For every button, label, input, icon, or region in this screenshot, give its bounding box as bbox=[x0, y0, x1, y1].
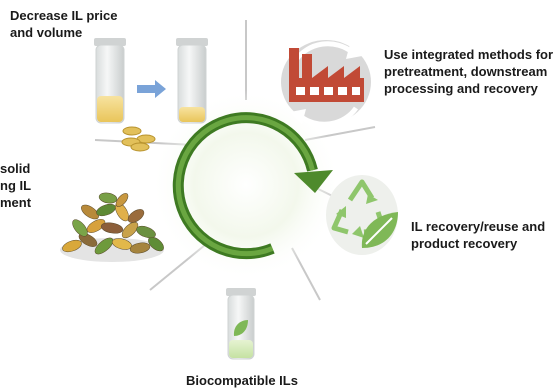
label-line: and volume bbox=[10, 25, 83, 40]
leaf-pile-icon bbox=[60, 192, 164, 262]
label-line: processing and recovery bbox=[384, 81, 538, 96]
label-line: Use integrated methods for bbox=[384, 47, 554, 62]
label-line: Biocompatible ILs bbox=[186, 373, 298, 388]
label-line: ng IL bbox=[0, 178, 32, 193]
label-solid-pretreatment-cropped: solid ng IL ment bbox=[0, 160, 31, 211]
label-integrated-methods: Use integrated methods for pretreatment,… bbox=[384, 46, 553, 97]
label-line: Decrease IL price bbox=[10, 8, 118, 23]
factory-with-recycle-arrows-icon bbox=[281, 40, 371, 127]
label-line: IL recovery/reuse and bbox=[411, 219, 546, 234]
circular-arrow-icon bbox=[172, 112, 333, 260]
vials-with-arrow-and-coins-icon bbox=[94, 38, 208, 152]
label-line: product recovery bbox=[411, 236, 518, 251]
label-biocompatible-ils: Biocompatible ILs bbox=[186, 372, 298, 389]
label-line: solid bbox=[0, 161, 31, 176]
label-line: pretreatment, downstream bbox=[384, 64, 548, 79]
label-decrease-il-price: Decrease IL price and volume bbox=[10, 7, 117, 41]
recycle-leaf-icon bbox=[326, 175, 398, 255]
label-line: ment bbox=[0, 195, 32, 210]
label-il-recovery: IL recovery/reuse and product recovery bbox=[411, 218, 545, 252]
vial-with-leaf-icon bbox=[226, 288, 256, 360]
